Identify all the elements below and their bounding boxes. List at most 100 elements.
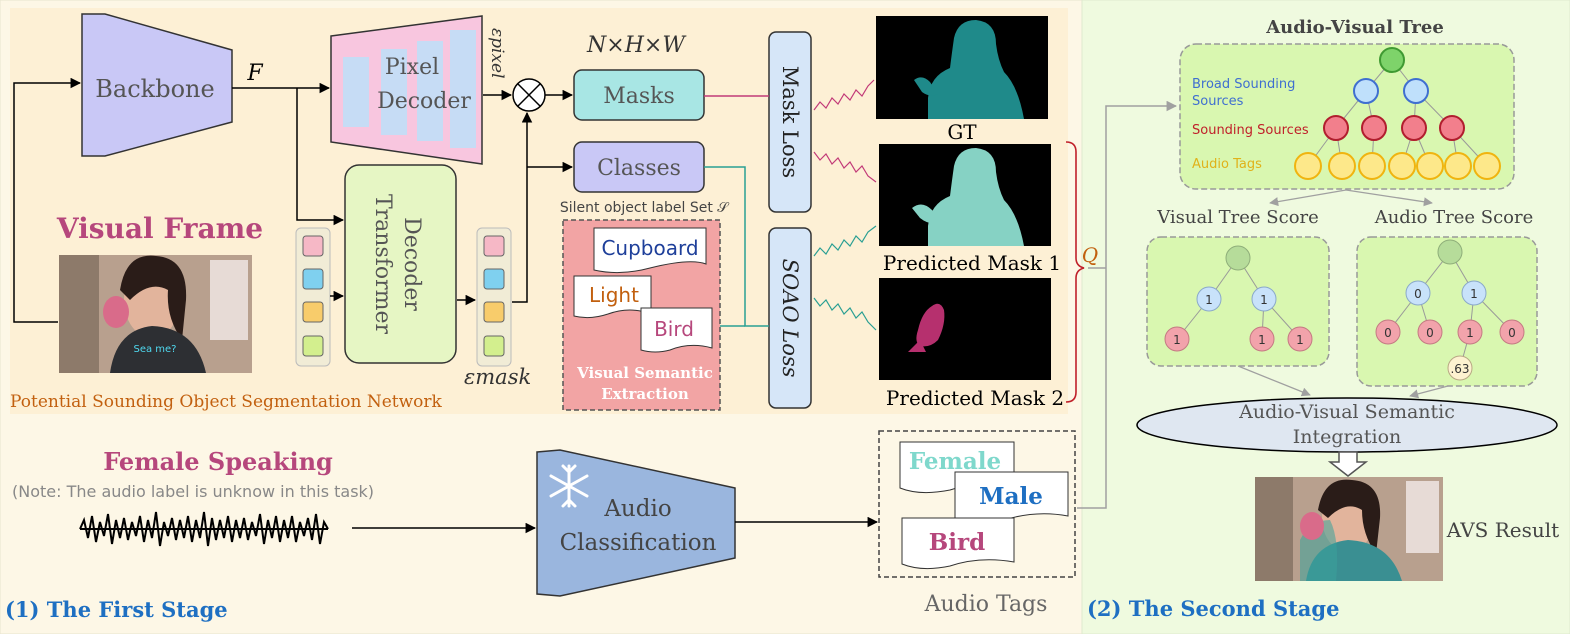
audio-note: (Note: The audio label is unknow in this… — [12, 482, 374, 501]
mask-embedding — [483, 235, 505, 257]
gt-hand-silhouette — [914, 77, 938, 96]
audio-classification-block — [536, 449, 736, 597]
visual-frame-title: Visual Frame — [56, 212, 263, 245]
visual-tree-node — [1251, 286, 1277, 312]
query-tokens-input — [295, 227, 331, 367]
soao-loss-label: SOAO Loss — [778, 259, 802, 378]
masks-label: Masks — [603, 84, 675, 109]
predicted-mask-1-silhouette — [928, 148, 1024, 246]
audio-tag-bird: Bird — [929, 529, 985, 556]
soao-loss-zigzag-pred2 — [813, 297, 877, 331]
mask-embedding — [483, 268, 505, 290]
visual-semantic-extraction-line1: Visual Semantic — [576, 364, 713, 382]
audio-tag-male: Male — [979, 483, 1043, 510]
tree-source-node — [1361, 115, 1387, 141]
audio-tree-value: 0 — [1426, 326, 1434, 340]
label-card — [593, 227, 707, 274]
visual-tree-root-node — [1225, 245, 1251, 271]
avs-result-image — [1255, 477, 1443, 581]
soao-loss-zigzag-pred1 — [813, 225, 877, 257]
pixel-decoder-layer — [450, 30, 476, 148]
visual-tree-value: 1 — [1205, 293, 1213, 307]
audio-tree-leaf-value: .63 — [1450, 362, 1469, 376]
audio-tree-value: 0 — [1508, 326, 1516, 340]
second-stage-label: (2) The Second Stage — [1087, 596, 1339, 621]
audio-tree-value: 0 — [1414, 287, 1422, 301]
transformer-decoder-label-line2: Decoder — [399, 217, 424, 311]
audio-tree-value: 1 — [1466, 326, 1474, 340]
snowflake-icon — [549, 464, 589, 508]
label-card — [640, 307, 713, 353]
q-brace — [1065, 141, 1085, 403]
classes-to-loss-line — [704, 166, 769, 327]
soao-loss-block — [768, 227, 812, 409]
visual-tree-node — [1196, 286, 1222, 312]
mask-embeddings — [476, 227, 512, 367]
audio-tree-tag-node — [1447, 355, 1473, 381]
query-token — [302, 301, 324, 323]
predicted-mask-1-hand — [912, 204, 940, 224]
mask-loss-block — [768, 31, 812, 213]
audio-tree-leaf — [1457, 319, 1483, 345]
pixel-decoder-layer — [381, 49, 407, 135]
pixel-decoder-label-line2: Decoder — [377, 89, 471, 114]
legend-sounding-sources: Sounding Sources — [1192, 123, 1309, 138]
pixel-decoder-layer — [343, 57, 369, 127]
visual-tree-leaf — [1287, 326, 1313, 352]
silent-set-label: Silent object label Set 𝒮 — [560, 200, 730, 216]
visual-frame-image — [59, 255, 252, 373]
feature-symbol: F — [246, 61, 263, 86]
audio-tree-leaf — [1375, 319, 1401, 345]
query-token — [302, 268, 324, 290]
audio-tree-root-node — [1437, 239, 1463, 265]
visual-score-to-integration — [1237, 365, 1311, 397]
transformer-decoder-block — [344, 164, 457, 364]
silent-label-bird: Bird — [654, 317, 694, 341]
audio-tree-node — [1461, 280, 1487, 306]
gt-person-silhouette — [928, 20, 1024, 119]
epsilon-pixel-label: εpixel — [487, 28, 507, 79]
audio-tags-label: Audio Tags — [924, 592, 1048, 617]
legend-broad-sources-line2: Sources — [1192, 94, 1244, 109]
audio-tag-female: Female — [909, 448, 1001, 475]
audio-waveform — [79, 511, 329, 547]
silent-label-cupboard: Cupboard — [601, 236, 698, 260]
tree-root-node — [1379, 47, 1405, 73]
audio-tree-score-label: Audio Tree Score — [1374, 207, 1534, 228]
audio-classification-line2: Classification — [560, 530, 717, 556]
audio-tree-value: 0 — [1384, 326, 1392, 340]
visual-tree-leaf — [1249, 326, 1275, 352]
tree-source-node — [1401, 115, 1427, 141]
tree-to-audio-arrow — [1345, 189, 1433, 207]
mask-loss-label: Mask Loss — [778, 66, 802, 178]
integration-line2: Integration — [1293, 426, 1402, 448]
backbone-block — [81, 13, 233, 157]
legend-audio-tags: Audio Tags — [1192, 157, 1262, 172]
q-label: Q — [1082, 243, 1098, 267]
visual-tree-value: 1 — [1258, 333, 1266, 347]
visual-tree-score-label: Visual Tree Score — [1156, 207, 1319, 228]
mask-embedding — [483, 301, 505, 323]
multiply-icon-stroke — [517, 83, 541, 107]
audio-tree-leaf — [1417, 319, 1443, 345]
down-arrow-icon — [1327, 451, 1369, 477]
pixel-decoder-layer — [417, 41, 443, 141]
tree-title: Audio-Visual Tree — [1265, 17, 1444, 38]
gt-label: GT — [947, 120, 977, 144]
epsilon-mask-label: εmask — [464, 365, 531, 389]
nhw-label: N×H×W — [586, 33, 687, 58]
tree-source-node — [1323, 115, 1349, 141]
backbone-label: Backbone — [95, 75, 214, 103]
query-token — [302, 235, 324, 257]
audio-classification-line1: Audio — [603, 496, 671, 522]
visual-tree-leaf — [1164, 326, 1190, 352]
tree-broad-node — [1353, 78, 1379, 104]
to-tree-connector — [1077, 100, 1178, 509]
silent-label-light: Light — [589, 283, 639, 307]
first-stage-label: (1) The First Stage — [5, 597, 228, 622]
integration-line1: Audio-Visual Semantic — [1238, 401, 1455, 423]
predicted-mask-2-image — [879, 278, 1051, 380]
mask-loss-zigzag-pred — [813, 151, 877, 183]
audio-score-to-integration — [1409, 385, 1449, 399]
